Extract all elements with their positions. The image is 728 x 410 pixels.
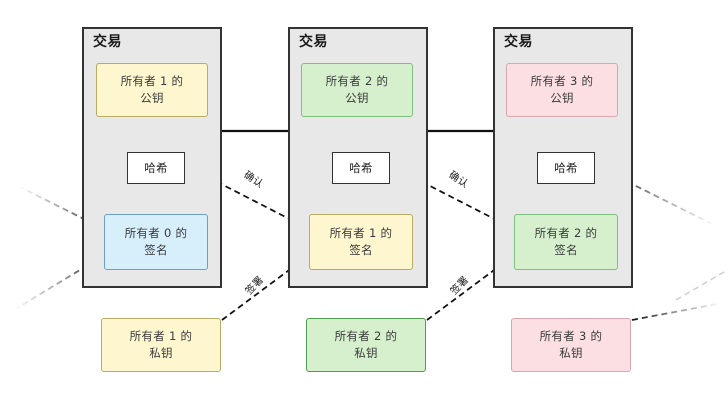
dash-sign-tail-right xyxy=(675,271,725,301)
owner-2-signature-line1: 所有者 2 的 xyxy=(534,226,598,241)
owner-1-private-key-line2: 私钥 xyxy=(149,346,173,360)
owner-1-signature-line2: 签名 xyxy=(349,243,373,257)
owner-3-public-key-line2: 公钥 xyxy=(550,91,574,105)
transaction-title-3: 交易 xyxy=(504,34,533,50)
owner-2-public-key-line2: 公钥 xyxy=(345,91,369,105)
owner-1-public-key-line1: 所有者 1 的 xyxy=(120,74,184,89)
hash-label-2: 哈希 xyxy=(349,160,373,175)
transaction-title-2: 交易 xyxy=(299,34,328,50)
hash-box-2[interactable]: 哈希 xyxy=(332,152,390,184)
hash-box-1[interactable]: 哈希 xyxy=(127,152,185,184)
hash-label-1: 哈希 xyxy=(144,160,168,175)
edge-label-sign-2: 签署 xyxy=(448,274,472,298)
owner-1-private-key-box[interactable]: 所有者 1 的 私钥 xyxy=(101,318,221,372)
owner-3-private-key-line2: 私钥 xyxy=(559,346,583,360)
owner-2-private-key-box[interactable]: 所有者 2 的 私钥 xyxy=(306,318,426,372)
owner-2-public-key-line1: 所有者 2 的 xyxy=(325,74,389,89)
owner-2-private-key-line2: 私钥 xyxy=(354,346,378,360)
owner-1-private-key-line1: 所有者 1 的 xyxy=(129,329,193,344)
owner-0-signature-box[interactable]: 所有者 0 的 签名 xyxy=(104,214,208,270)
hash-box-3[interactable]: 哈希 xyxy=(537,152,595,184)
edge-label-confirm-1: 确认 xyxy=(241,169,266,191)
owner-2-signature-line2: 签名 xyxy=(554,243,578,257)
owner-0-signature-line2: 签名 xyxy=(144,243,168,257)
owner-3-public-key-line1: 所有者 3 的 xyxy=(530,74,594,89)
dash-sign-3-out xyxy=(631,302,723,321)
owner-3-public-key-box[interactable]: 所有者 3 的 公钥 xyxy=(506,63,618,117)
owner-1-signature-box[interactable]: 所有者 1 的 签名 xyxy=(309,214,413,270)
owner-3-private-key-box[interactable]: 所有者 3 的 私钥 xyxy=(511,318,631,372)
owner-1-public-key-box[interactable]: 所有者 1 的 公钥 xyxy=(96,63,208,117)
transaction-title-1: 交易 xyxy=(93,34,122,50)
owner-3-private-key-line1: 所有者 3 的 xyxy=(539,329,603,344)
owner-1-signature-line1: 所有者 1 的 xyxy=(329,226,393,241)
owner-2-signature-box[interactable]: 所有者 2 的 签名 xyxy=(514,214,618,270)
edge-label-sign-1: 签署 xyxy=(243,274,267,298)
owner-2-public-key-box[interactable]: 所有者 2 的 公钥 xyxy=(301,63,413,117)
owner-1-public-key-line2: 公钥 xyxy=(140,91,164,105)
owner-2-private-key-line1: 所有者 2 的 xyxy=(334,329,398,344)
edge-label-confirm-2: 确认 xyxy=(446,169,471,191)
owner-0-signature-line1: 所有者 0 的 xyxy=(124,226,188,241)
hash-label-3: 哈希 xyxy=(554,160,578,175)
